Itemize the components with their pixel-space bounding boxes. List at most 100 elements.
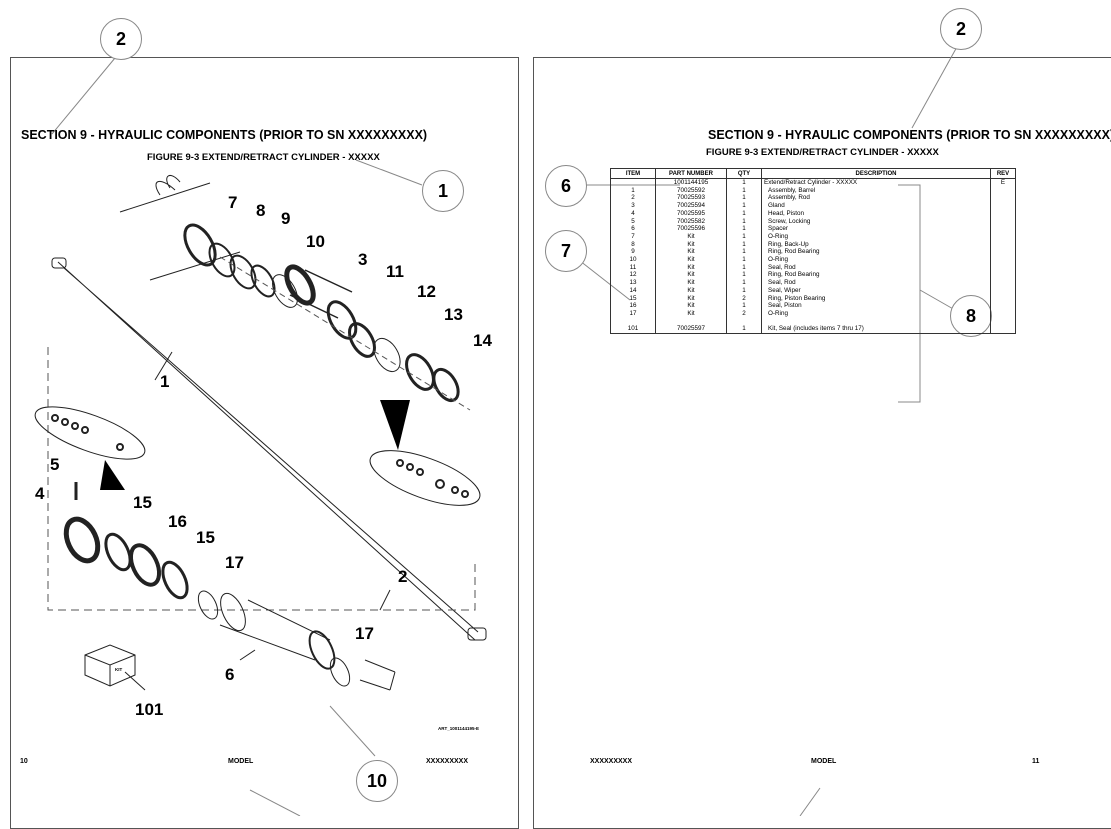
cell-description: Seal, Piston bbox=[761, 302, 991, 310]
cell-qty: 2 bbox=[726, 309, 762, 318]
cell-part-number: Kit bbox=[655, 232, 727, 241]
cell-part-number: 70025582 bbox=[655, 217, 727, 226]
cell-rev bbox=[990, 217, 1016, 226]
callout-1: 1 bbox=[422, 170, 464, 212]
cell-part-number: Kit bbox=[655, 263, 727, 272]
cell-description: Assembly, Barrel bbox=[761, 186, 991, 195]
item-5-label: 5 bbox=[50, 455, 60, 474]
cell-description: Head, Piston bbox=[761, 209, 991, 218]
cell-item: 9 bbox=[610, 248, 656, 257]
cell-qty: 1 bbox=[726, 225, 762, 233]
right-footer-model: MODEL bbox=[811, 758, 837, 765]
art-number: ART_1001144195-E bbox=[438, 726, 480, 731]
cell-qty: 1 bbox=[726, 325, 762, 335]
item-15-label: 15 bbox=[196, 528, 215, 547]
right-footer-serial: XXXXXXXXX bbox=[590, 758, 633, 765]
cell-qty: 1 bbox=[726, 286, 762, 295]
item-1-label: 1 bbox=[160, 372, 170, 391]
cell-qty: 1 bbox=[726, 256, 762, 264]
cell-qty: 1 bbox=[726, 240, 762, 249]
cell-description: Seal, Rod bbox=[761, 263, 991, 272]
cell-description: O-Ring bbox=[761, 256, 991, 264]
cell-qty: 1 bbox=[726, 279, 762, 287]
cell-qty bbox=[726, 317, 762, 326]
right-footer-page-number: 11 bbox=[1032, 758, 1040, 765]
item-2-label: 2 bbox=[398, 567, 408, 586]
cell-rev bbox=[990, 256, 1016, 264]
cell-item: 1 bbox=[610, 186, 656, 195]
cell-item: 17 bbox=[610, 309, 656, 318]
cell-part-number bbox=[655, 317, 727, 326]
cell-rev: E bbox=[990, 178, 1016, 187]
cell-description: Spacer bbox=[761, 225, 991, 233]
callout-10: 10 bbox=[356, 760, 398, 802]
cell-part-number: 70025593 bbox=[655, 194, 727, 203]
cell-rev bbox=[990, 309, 1016, 318]
cell-item: 6 bbox=[610, 225, 656, 233]
cell-item: 15 bbox=[610, 294, 656, 303]
cell-description: Kit, Seal (includes items 7 thru 17) bbox=[761, 325, 991, 335]
left-section-title: SECTION 9 - HYRAULIC COMPONENTS (PRIOR T… bbox=[21, 128, 428, 142]
cell-description: Extend/Retract Cylinder - XXXXX bbox=[761, 178, 991, 187]
cell-description: Screw, Locking bbox=[761, 217, 991, 226]
item-8-label: 8 bbox=[256, 201, 266, 220]
cell-part-number: 70025595 bbox=[655, 209, 727, 218]
cell-part-number: Kit bbox=[655, 279, 727, 287]
cell-description bbox=[761, 317, 991, 326]
cell-rev bbox=[990, 286, 1016, 295]
cell-part-number: Kit bbox=[655, 309, 727, 318]
cell-item: 13 bbox=[610, 279, 656, 287]
left-figure-title: FIGURE 9-3 EXTEND/RETRACT CYLINDER - XXX… bbox=[147, 152, 380, 163]
column-header-item: ITEM bbox=[610, 168, 656, 179]
parts-list-table: ITEM PART NUMBER QTY DESCRIPTION REV 100… bbox=[610, 168, 1016, 335]
cell-description: Gland bbox=[761, 202, 991, 210]
cell-qty: 1 bbox=[726, 271, 762, 280]
left-footer-model: MODEL bbox=[228, 758, 254, 765]
cell-item bbox=[610, 317, 656, 326]
cell-part-number: 70025594 bbox=[655, 202, 727, 210]
cell-description: Ring, Rod Bearing bbox=[761, 271, 991, 280]
item-17-label: 17 bbox=[355, 624, 374, 643]
cell-qty: 1 bbox=[726, 186, 762, 195]
cell-qty: 1 bbox=[726, 302, 762, 310]
column-header-part-number: PART NUMBER bbox=[655, 168, 727, 179]
cell-qty: 1 bbox=[726, 263, 762, 272]
cell-rev bbox=[990, 325, 1016, 335]
column-header-description: DESCRIPTION bbox=[761, 168, 991, 179]
cell-rev bbox=[990, 271, 1016, 280]
cell-qty: 1 bbox=[726, 217, 762, 226]
cell-description: Ring, Rod Bearing bbox=[761, 248, 991, 257]
item-6-label: 6 bbox=[225, 665, 235, 684]
cell-item: 16 bbox=[610, 302, 656, 310]
item-7-label: 7 bbox=[228, 193, 238, 212]
cell-item: 12 bbox=[610, 271, 656, 280]
item-101-label: 101 bbox=[135, 700, 164, 719]
item-14-label: 14 bbox=[473, 331, 492, 350]
item-17-label: 17 bbox=[225, 553, 244, 572]
cell-description: O-Ring bbox=[761, 232, 991, 241]
table-header-row: ITEM PART NUMBER QTY DESCRIPTION REV bbox=[610, 168, 1016, 179]
right-figure-title: FIGURE 9-3 EXTEND/RETRACT CYLINDER - XXX… bbox=[706, 147, 939, 158]
item-9-label: 9 bbox=[281, 209, 291, 228]
cell-part-number: Kit bbox=[655, 286, 727, 295]
cell-rev bbox=[990, 279, 1016, 287]
item-16-label: 16 bbox=[168, 512, 187, 531]
cell-item bbox=[610, 178, 656, 187]
cell-item: 2 bbox=[610, 194, 656, 203]
item-11-label: 11 bbox=[386, 262, 404, 281]
cell-rev bbox=[990, 263, 1016, 272]
cell-part-number: Kit bbox=[655, 302, 727, 310]
cell-item: 3 bbox=[610, 202, 656, 210]
column-header-qty: QTY bbox=[726, 168, 762, 179]
